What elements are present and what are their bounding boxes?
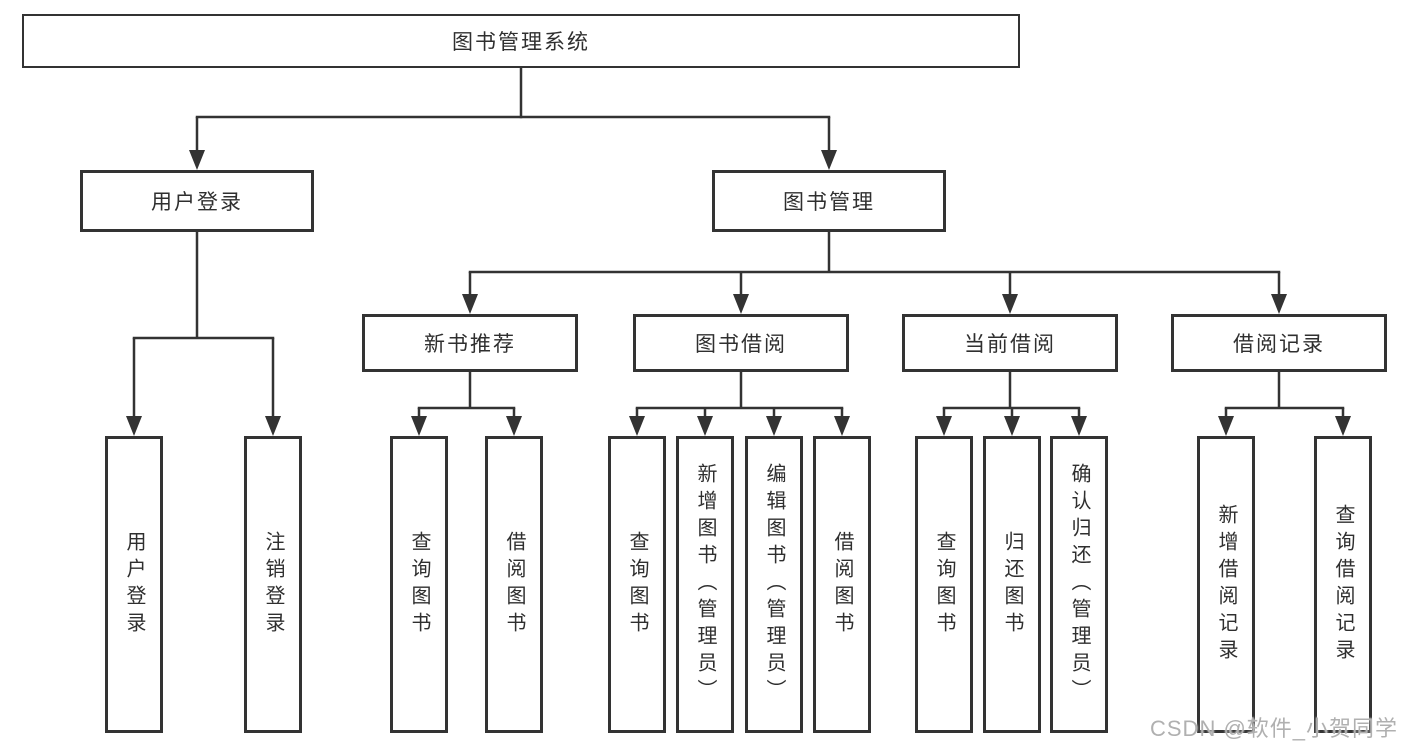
node-book-borrow-label: 图书借阅 <box>695 333 787 356</box>
leaf-current-query-books-label: 查询图书 <box>933 530 955 639</box>
leaf-current-return-books-label: 归还图书 <box>1001 530 1023 639</box>
leaf-borrow-query-books: 查询图书 <box>608 436 666 733</box>
node-new-book-recommend: 新书推荐 <box>362 314 578 372</box>
leaf-borrow-add-books-label: 新增图书（管理员） <box>694 463 716 706</box>
leaf-records-add-record-label: 新增借阅记录 <box>1215 503 1237 666</box>
leaf-recommend-borrow-books-label: 借阅图书 <box>503 530 525 639</box>
node-borrow-records: 借阅记录 <box>1171 314 1387 372</box>
node-current-borrow: 当前借阅 <box>902 314 1118 372</box>
leaf-logout-label: 注销登录 <box>262 530 284 639</box>
leaf-current-return-books: 归还图书 <box>983 436 1041 733</box>
node-book-management-label: 图书管理 <box>783 191 875 214</box>
leaf-recommend-query-books-label: 查询图书 <box>408 530 430 639</box>
leaf-current-confirm-return-label: 确认归还（管理员） <box>1068 463 1090 706</box>
node-user-login: 用户登录 <box>80 170 314 232</box>
node-book-management-system-label: 图书管理系统 <box>452 31 590 54</box>
leaf-current-confirm-return: 确认归还（管理员） <box>1050 436 1108 733</box>
node-book-management-system: 图书管理系统 <box>22 14 1020 68</box>
leaf-current-query-books: 查询图书 <box>915 436 973 733</box>
csdn-watermark: CSDN @软件_小贺同学 <box>1150 716 1399 741</box>
node-book-management: 图书管理 <box>712 170 946 232</box>
leaf-recommend-query-books: 查询图书 <box>390 436 448 733</box>
node-book-borrow: 图书借阅 <box>633 314 849 372</box>
leaf-logout: 注销登录 <box>244 436 302 733</box>
leaf-user-login-label: 用户登录 <box>123 530 145 639</box>
leaf-records-query-record-label: 查询借阅记录 <box>1332 503 1354 666</box>
node-borrow-records-label: 借阅记录 <box>1233 333 1325 356</box>
leaf-records-add-record: 新增借阅记录 <box>1197 436 1255 733</box>
leaf-recommend-borrow-books: 借阅图书 <box>485 436 543 733</box>
leaf-borrow-borrow-books-label: 借阅图书 <box>831 530 853 639</box>
leaf-records-query-record: 查询借阅记录 <box>1314 436 1372 733</box>
node-user-login-label: 用户登录 <box>151 191 243 214</box>
leaf-borrow-query-books-label: 查询图书 <box>626 530 648 639</box>
node-current-borrow-label: 当前借阅 <box>964 333 1056 356</box>
leaf-borrow-add-books: 新增图书（管理员） <box>676 436 734 733</box>
leaf-user-login: 用户登录 <box>105 436 163 733</box>
leaf-borrow-edit-books-label: 编辑图书（管理员） <box>763 463 785 706</box>
node-new-book-recommend-label: 新书推荐 <box>424 333 516 356</box>
leaf-borrow-edit-books: 编辑图书（管理员） <box>745 436 803 733</box>
leaf-borrow-borrow-books: 借阅图书 <box>813 436 871 733</box>
